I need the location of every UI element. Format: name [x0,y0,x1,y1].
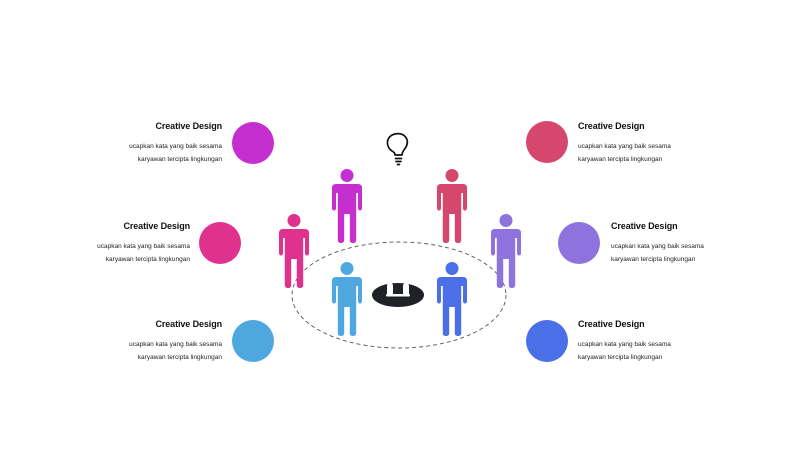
block-title: Creative Design [578,319,645,329]
block-text-line: karyawan tercipta lingkungan [611,256,696,263]
block-title: Creative Design [155,121,222,131]
info-block-left-middle: Creative Design ucapkan kata yang baik s… [50,221,190,266]
color-circle-magenta [232,122,274,164]
block-text-line: ucapkan kata yang baik sesama [129,143,222,150]
block-title: Creative Design [123,221,190,231]
block-title: Creative Design [611,221,678,231]
block-text-line: karyawan tercipta lingkungan [137,156,222,163]
person-icon-royal [437,262,467,336]
color-circle-pink [199,222,241,264]
block-title: Creative Design [155,319,222,329]
table-icon [372,283,424,307]
person-icon-rose [437,169,467,243]
block-text-line: ucapkan kata yang baik sesama [578,341,671,348]
info-block-left-bottom: Creative Design ucapkan kata yang baik s… [82,319,222,364]
block-text-line: karyawan tercipta lingkungan [137,354,222,361]
info-block-right-middle: Creative Design ucapkan kata yang baik s… [611,221,751,266]
color-circle-sky [232,320,274,362]
info-block-right-top: Creative Design ucapkan kata yang baik s… [578,121,718,166]
color-circle-lavender [558,222,600,264]
person-icon-lavender [491,214,521,288]
block-text-line: karyawan tercipta lingkungan [578,354,663,361]
block-text-line: ucapkan kata yang baik sesama [129,341,222,348]
dashed-ring [291,241,507,349]
lightbulb-icon [386,132,409,166]
person-icon-magenta [332,169,362,243]
block-text-line: ucapkan kata yang baik sesama [611,243,704,250]
person-icon-pink [279,214,309,288]
block-title: Creative Design [578,121,645,131]
block-text-line: karyawan tercipta lingkungan [105,256,190,263]
block-text-line: ucapkan kata yang baik sesama [578,143,671,150]
person-icon-sky [332,262,362,336]
block-text-line: karyawan tercipta lingkungan [578,156,663,163]
color-circle-royal [526,320,568,362]
color-circle-rose [526,121,568,163]
block-text-line: ucapkan kata yang baik sesama [97,243,190,250]
info-block-right-bottom: Creative Design ucapkan kata yang baik s… [578,319,718,364]
info-block-left-top: Creative Design ucapkan kata yang baik s… [82,121,222,166]
